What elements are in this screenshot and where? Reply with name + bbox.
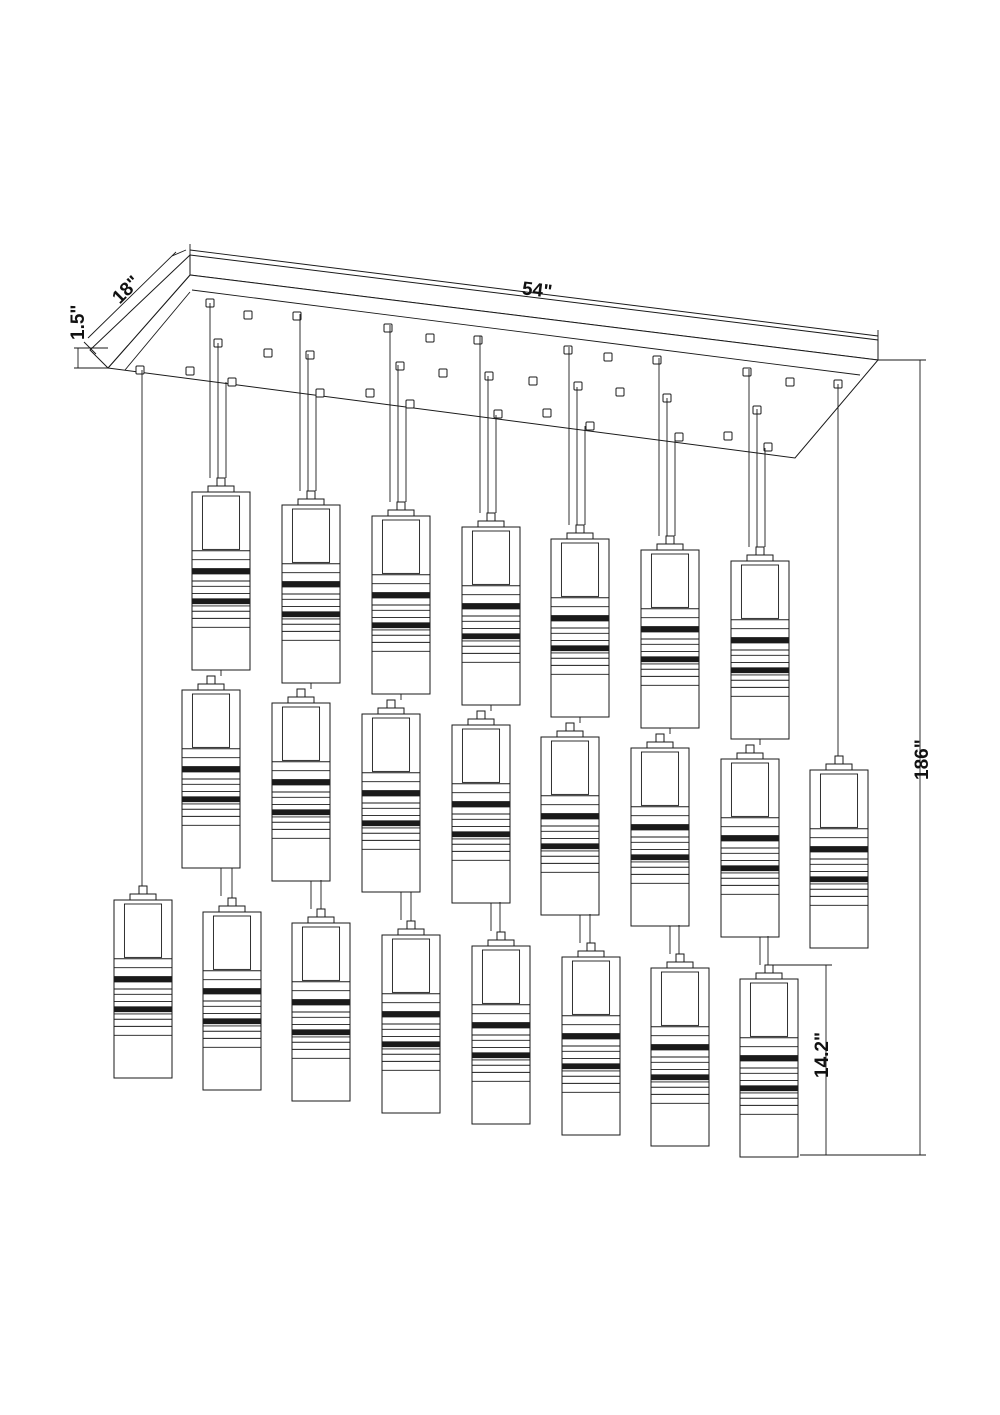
pendant-shade [202, 897, 262, 1091]
stud [542, 408, 552, 418]
pendant-shade [291, 908, 351, 1102]
pendant-shade [361, 699, 421, 893]
width-dimension-label: 54" [521, 278, 553, 303]
stud [185, 366, 195, 376]
stud [395, 361, 405, 371]
shade-height-dimension-label: 14.2" [812, 1032, 833, 1078]
pendant-shade [730, 546, 790, 740]
stud [785, 377, 795, 387]
stud [615, 387, 625, 397]
pendant-shade [630, 733, 690, 927]
stud [573, 381, 583, 391]
stud [603, 352, 613, 362]
pendant-lights [113, 303, 869, 1158]
pendant-shade [650, 953, 710, 1147]
stud [473, 335, 483, 345]
stud [425, 333, 435, 343]
stud [763, 442, 773, 452]
pendant-shade [550, 524, 610, 718]
stud [742, 367, 752, 377]
pendant-shade [371, 501, 431, 695]
stud [723, 431, 733, 441]
pendant-shade [181, 675, 241, 869]
stud [292, 311, 302, 321]
pendant-shade [271, 688, 331, 882]
stud [135, 365, 145, 375]
stud [585, 421, 595, 431]
pendant-shade [451, 710, 511, 904]
canopy-plate [89, 253, 879, 459]
pendant-shade [720, 744, 780, 938]
stud [227, 377, 237, 387]
stud [315, 388, 325, 398]
stud [243, 310, 253, 320]
stud [383, 323, 393, 333]
stud [674, 432, 684, 442]
pendant-shade [640, 535, 700, 729]
dimension-lines [74, 244, 926, 1156]
stud [528, 376, 538, 386]
stud [563, 345, 573, 355]
stud [484, 371, 494, 381]
pendant-shade [191, 477, 251, 671]
pendant-shade [461, 512, 521, 706]
stud [493, 409, 503, 419]
pendant-shade [281, 490, 341, 684]
pendant-shade [471, 931, 531, 1125]
stud [305, 350, 315, 360]
pendant-shade [561, 942, 621, 1136]
overall-height-dimension-label: 186" [912, 739, 933, 780]
pendant-shade [540, 722, 600, 916]
pendant-shade [739, 964, 799, 1158]
pendant-shade [809, 755, 869, 949]
pendant-shade [381, 920, 441, 1114]
stud [405, 399, 415, 409]
stud [365, 388, 375, 398]
stud [652, 355, 662, 365]
canopy-height-dimension-label: 1.5" [68, 305, 89, 340]
pendant-shade [113, 885, 173, 1079]
stud [438, 368, 448, 378]
stud [263, 348, 273, 358]
